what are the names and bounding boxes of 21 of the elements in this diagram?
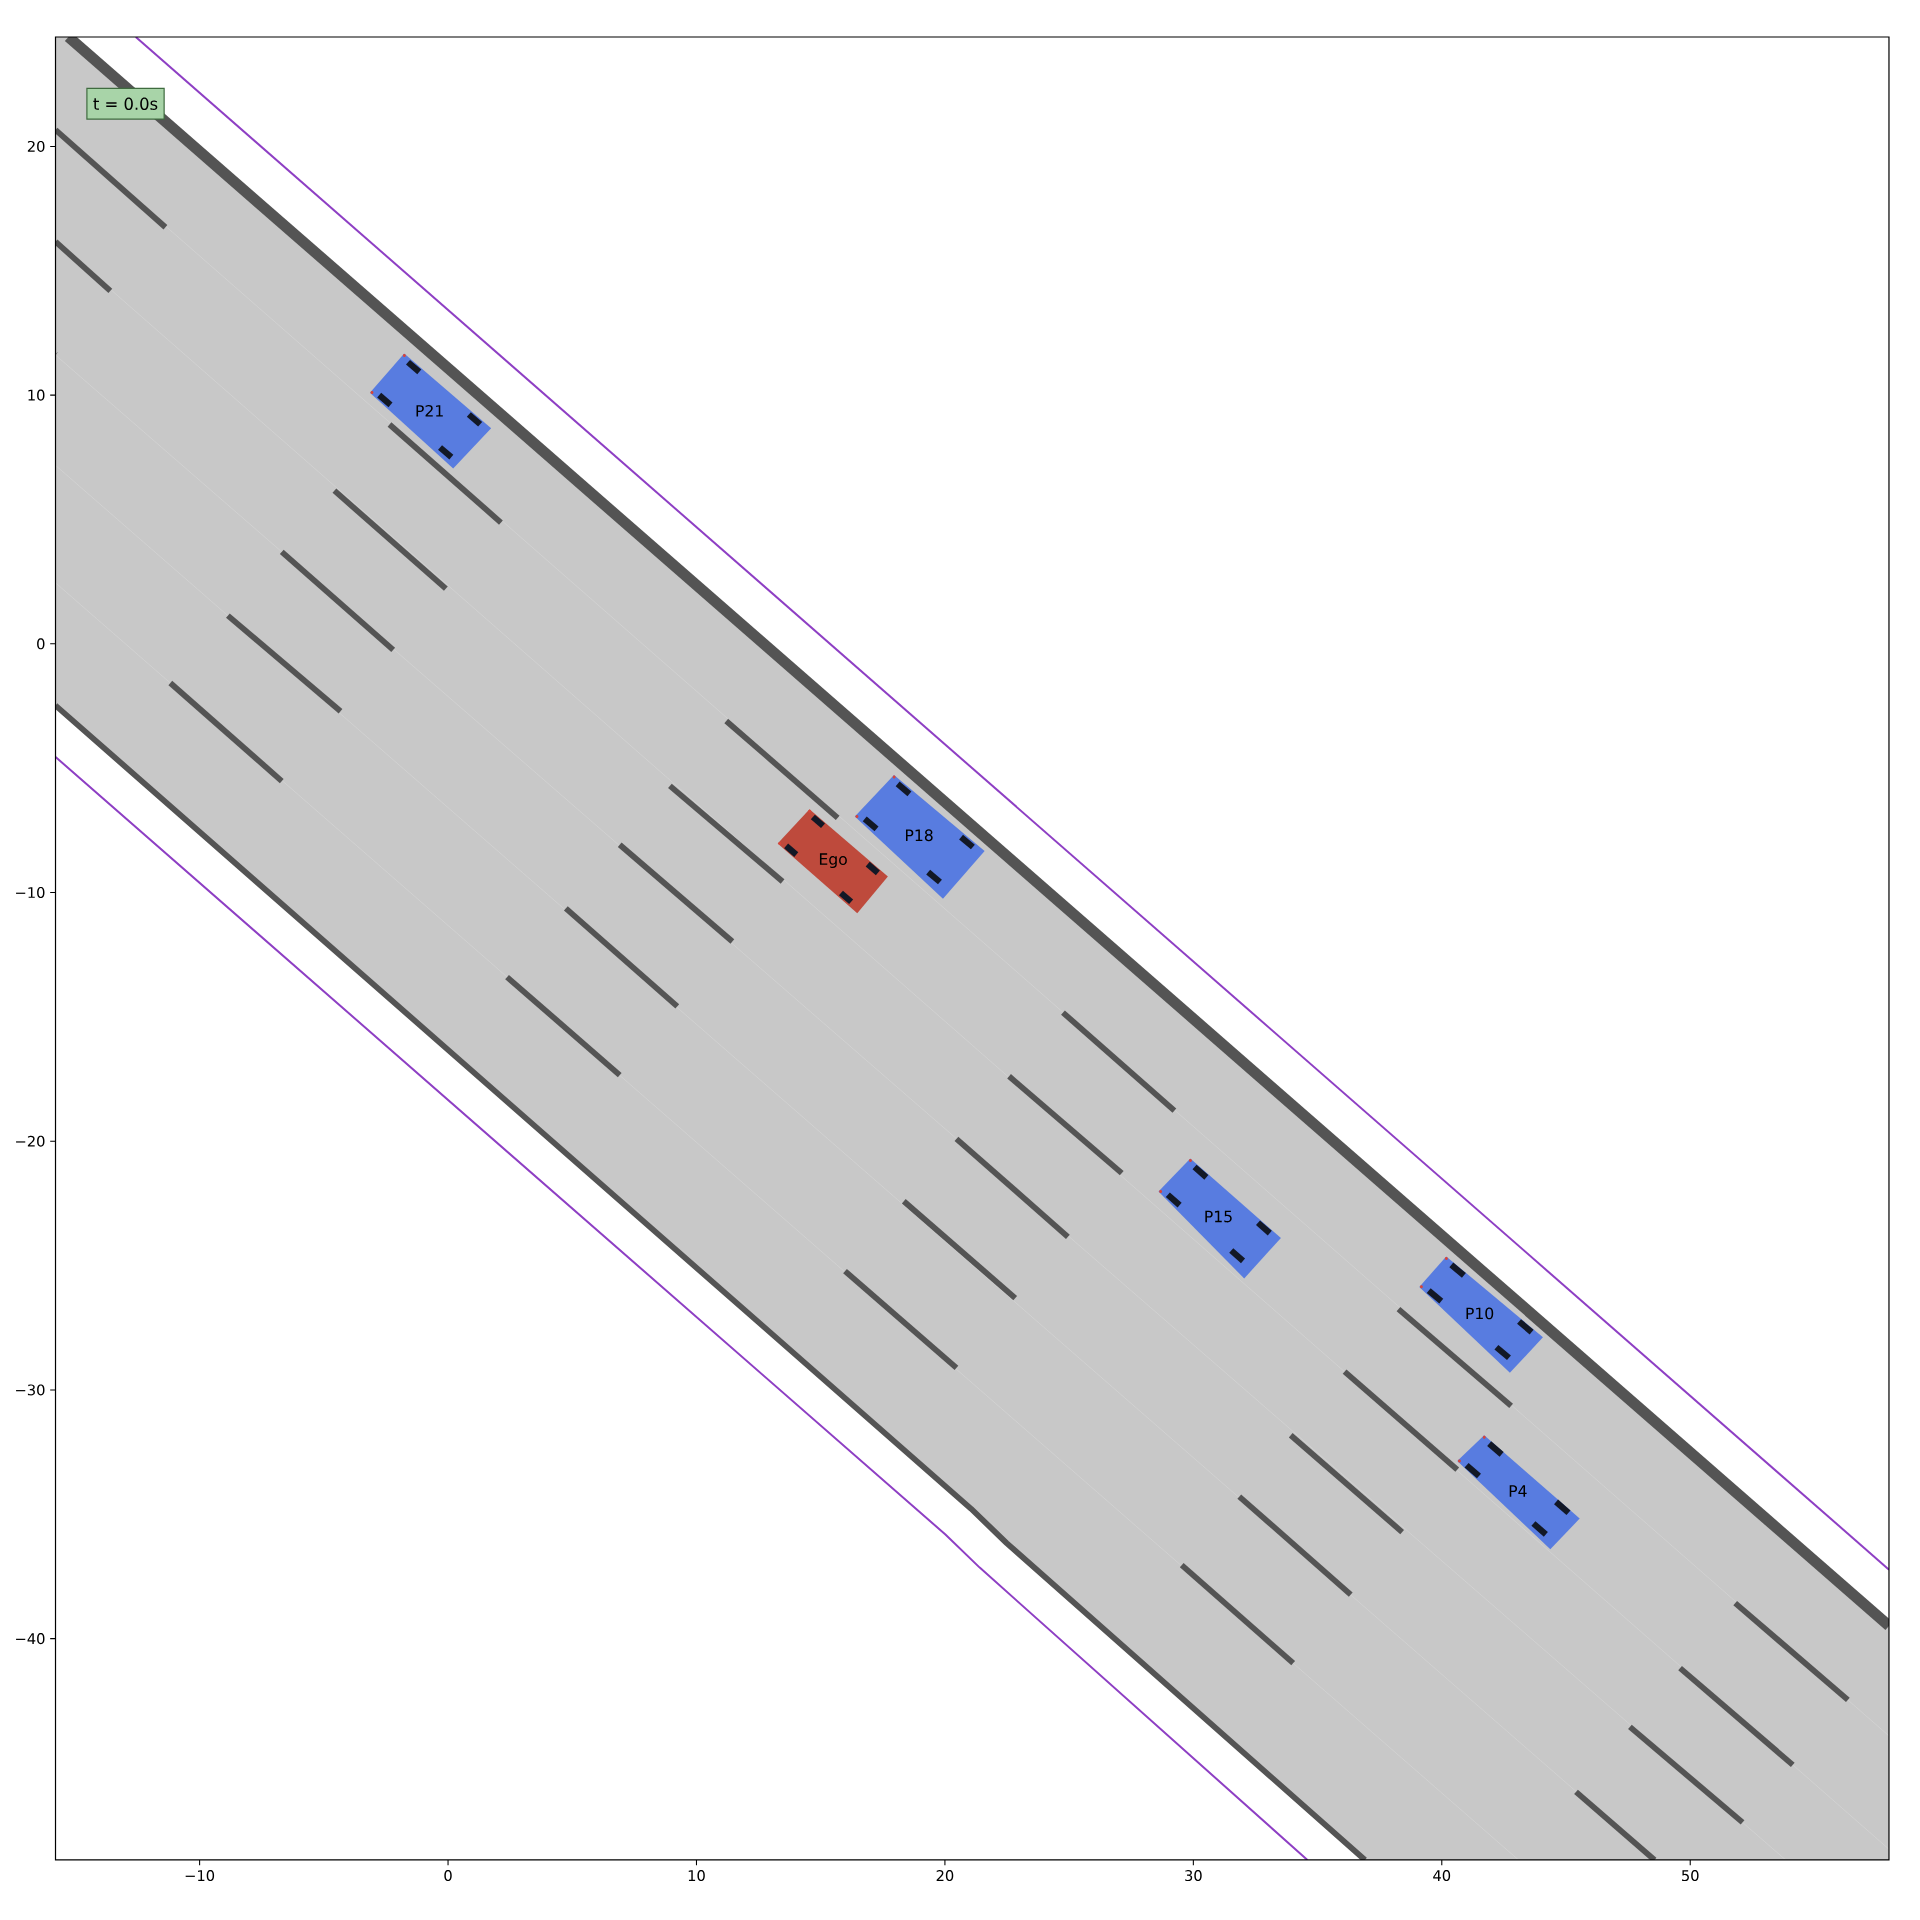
vehicle: Ego: [777, 809, 888, 914]
time-box: t = 0.0s: [86, 87, 165, 120]
y-tick-label: 10: [28, 389, 45, 401]
vehicle: P4: [1457, 1435, 1580, 1550]
x-tick-label: 20: [936, 1870, 954, 1882]
x-tick-label: 40: [1433, 1870, 1451, 1882]
x-tick-label: −10: [185, 1870, 215, 1882]
vehicle: P10: [1419, 1256, 1543, 1373]
x-tick-label: 0: [444, 1870, 452, 1882]
y-tick-label: −30: [16, 1384, 45, 1396]
y-tick-label: 0: [37, 638, 45, 650]
vehicle: P15: [1158, 1158, 1281, 1279]
y-tick-label: −40: [16, 1633, 45, 1645]
x-tick-label: 10: [688, 1870, 705, 1882]
y-tick-label: 20: [27, 140, 45, 152]
vehicle: P21: [369, 353, 492, 469]
x-tick-label: 30: [1185, 1870, 1202, 1882]
y-tick-label: −20: [16, 1135, 45, 1147]
x-tick-label: 50: [1682, 1870, 1699, 1882]
y-tick-label: −10: [16, 886, 45, 899]
vehicle: P18: [854, 774, 985, 899]
